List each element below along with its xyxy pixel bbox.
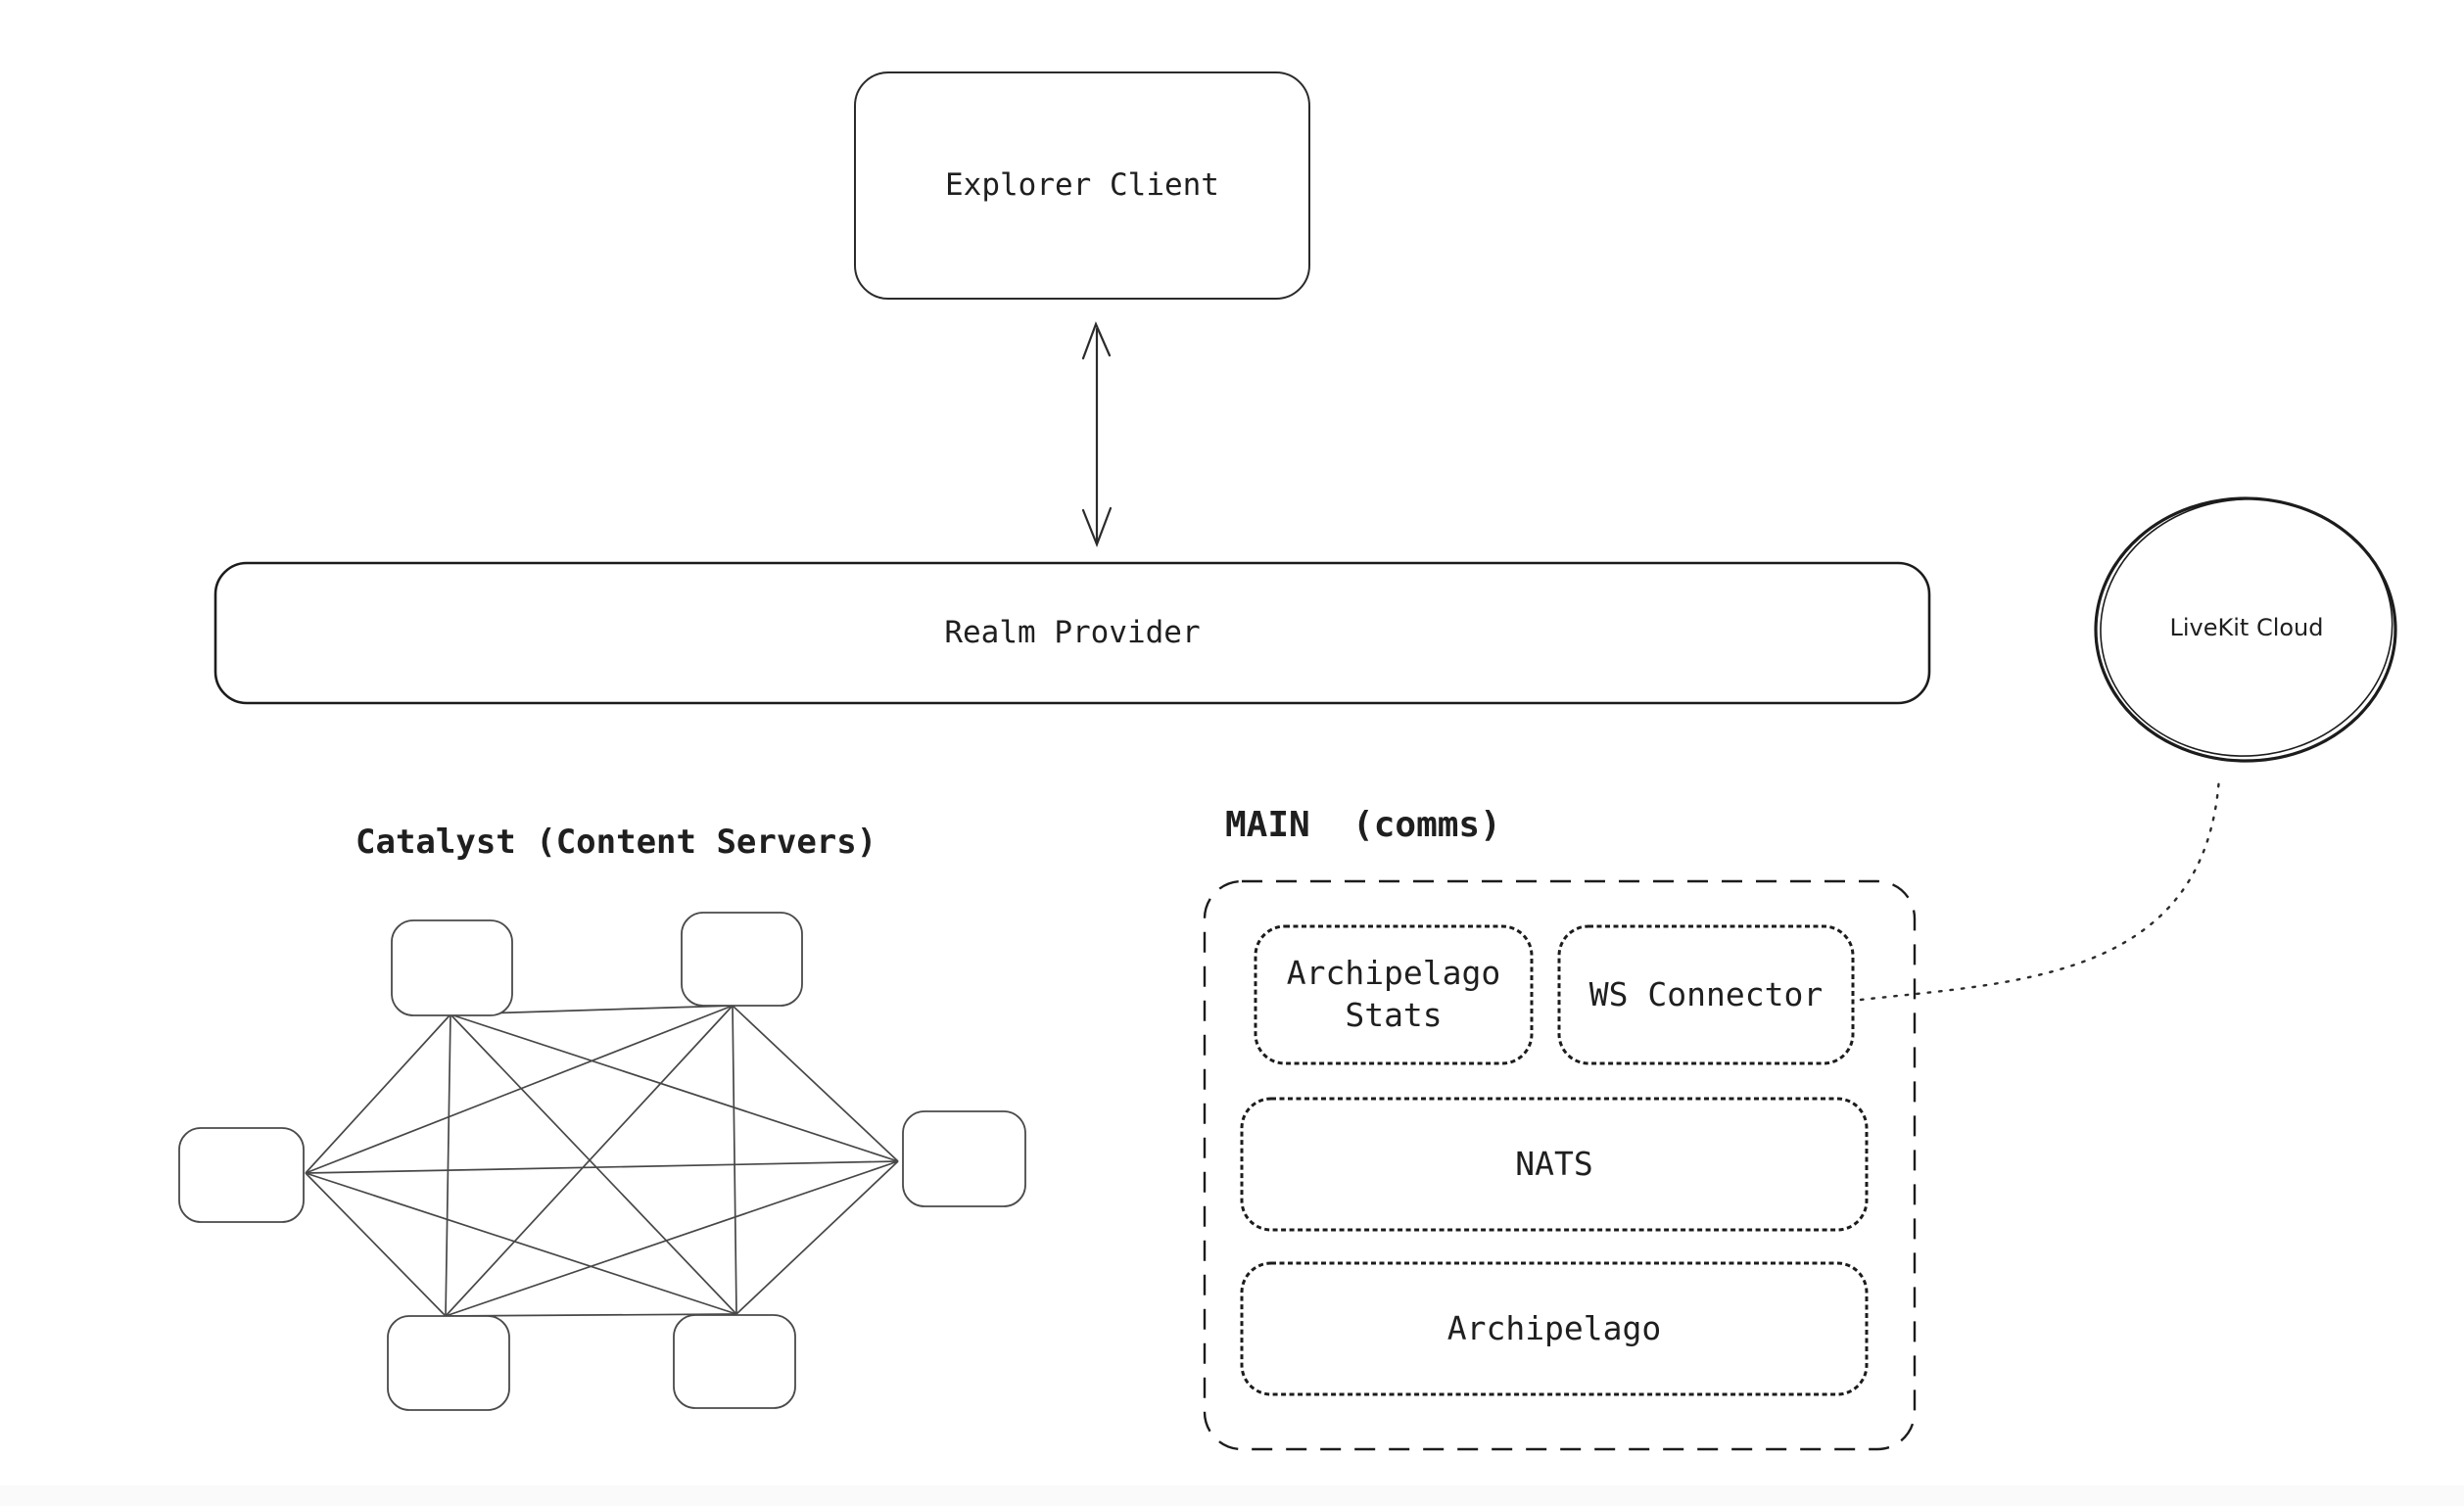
catalyst-server-nodes: [178, 912, 1026, 1411]
catalyst-server-box: [681, 912, 803, 1007]
mesh-edge: [445, 1160, 899, 1317]
catalyst-group-title: Catalyst (Content Servers): [355, 823, 877, 862]
ws-connector-box: [1557, 924, 1855, 1065]
nats-box: [1240, 1097, 1869, 1232]
livekit-cloud-circle: [2094, 496, 2397, 763]
mesh-edge: [450, 1013, 899, 1162]
explorer-client-box: [854, 71, 1310, 300]
catalyst-mesh-edges: [305, 1005, 899, 1317]
mesh-edge: [305, 1160, 899, 1174]
mesh-edge: [732, 1005, 737, 1315]
catalyst-server-box: [178, 1127, 305, 1223]
main-group-container: [1203, 879, 1917, 1451]
archipelago-box: [1240, 1261, 1869, 1396]
livekit-connector-line: [1859, 776, 2221, 1002]
bottom-strip: [0, 1485, 2464, 1506]
main-group-title: MAIN (comms): [1225, 805, 1501, 845]
archipelago-stats-box: [1254, 924, 1534, 1065]
mesh-edge: [305, 1013, 451, 1174]
realm-provider-box: [213, 561, 1931, 705]
mesh-edge: [305, 1005, 734, 1174]
client-realm-arrow: [1081, 321, 1113, 548]
catalyst-server-box: [391, 919, 513, 1016]
catalyst-server-box: [387, 1315, 510, 1411]
mesh-edge: [445, 1013, 451, 1317]
mesh-edge: [305, 1172, 737, 1315]
mesh-edge: [445, 1005, 734, 1317]
mesh-edge: [735, 1160, 899, 1315]
mesh-edge: [450, 1013, 737, 1315]
mesh-edge: [445, 1313, 737, 1317]
mesh-edge: [732, 1005, 899, 1162]
mesh-edge: [305, 1172, 447, 1317]
catalyst-server-box: [673, 1314, 796, 1409]
catalyst-server-box: [902, 1110, 1026, 1207]
